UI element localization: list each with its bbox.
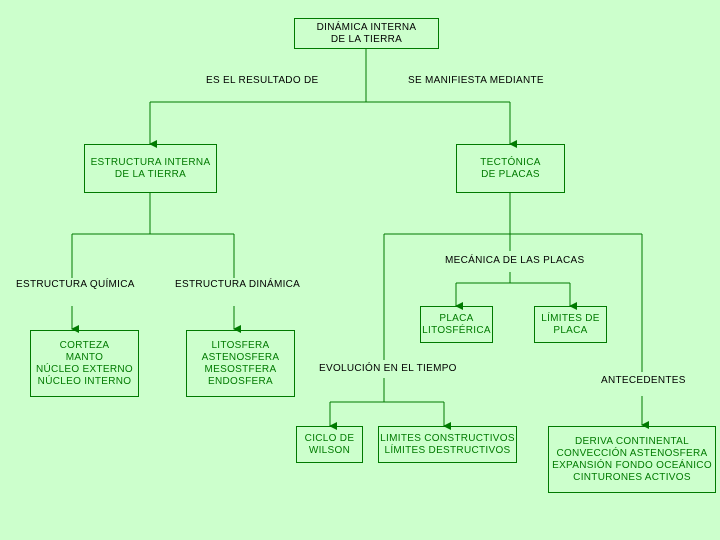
label-evolucion-tiempo: EVOLUCIÓN EN EL TIEMPO xyxy=(319,363,457,374)
node-ciclo-wilson: CICLO DE WILSON xyxy=(296,426,363,463)
node-estructura-quimica: CORTEZA MANTO NÚCLEO EXTERNO NÚCLEO INTE… xyxy=(30,330,139,397)
label-resultado: ES EL RESULTADO DE xyxy=(206,75,319,86)
node-dinamica-interna: DINÁMICA INTERNA DE LA TIERRA xyxy=(294,18,439,49)
node-tectonica-placas: TECTÓNICA DE PLACAS xyxy=(456,144,565,193)
label-estructura-quimica: ESTRUCTURA QUÍMICA xyxy=(16,279,135,290)
label-estructura-dinamica: ESTRUCTURA DINÁMICA xyxy=(175,279,301,290)
label-manifiesta: SE MANIFIESTA MEDIANTE xyxy=(408,75,544,86)
label-antecedentes: ANTECEDENTES xyxy=(601,375,686,386)
node-limites-placa: LÍMITES DE PLACA xyxy=(534,306,607,343)
node-placa-litosferica: PLACA LITOSFÉRICA xyxy=(420,306,493,343)
label-mecanica-placas: MECÁNICA DE LAS PLACAS xyxy=(445,255,585,266)
node-estructura-interna: ESTRUCTURA INTERNA DE LA TIERRA xyxy=(84,144,217,193)
node-estructura-dinamica: LITOSFERA ASTENOSFERA MESOSTFERA ENDOSFE… xyxy=(186,330,295,397)
node-limites-constructivos: LIMITES CONSTRUCTIVOS LÍMITES DESTRUCTIV… xyxy=(378,426,517,463)
node-antecedentes: DERIVA CONTINENTAL CONVECCIÓN ASTENOSFER… xyxy=(548,426,716,493)
